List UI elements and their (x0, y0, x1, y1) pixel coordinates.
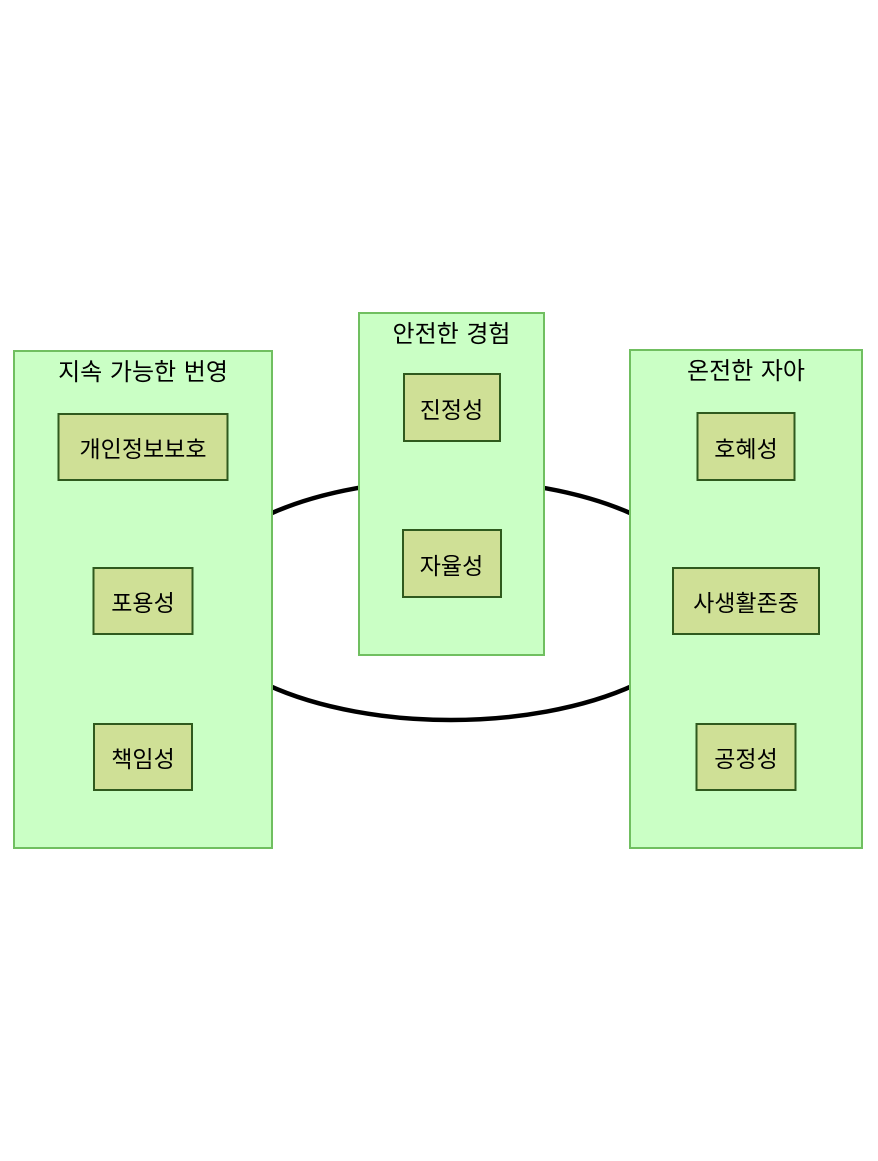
node-accountability: 책임성 (93, 723, 193, 791)
panel-title-sustainable-prosperity: 지속 가능한 번영 (58, 358, 228, 386)
panel-whole-self: 온전한 자아 호혜성 사생활존중 공정성 (629, 349, 863, 849)
panel-title-whole-self: 온전한 자아 (686, 357, 806, 385)
node-autonomy: 자율성 (401, 529, 502, 598)
node-privacy-protection: 개인정보보호 (57, 413, 229, 481)
panel-safe-experience: 안전한 경험 진정성 자율성 (358, 312, 545, 656)
panel-title-safe-experience: 안전한 경험 (392, 320, 511, 348)
node-reciprocity: 호혜성 (696, 412, 796, 481)
node-authenticity: 진정성 (402, 373, 501, 442)
node-inclusiveness: 포용성 (92, 567, 194, 635)
panel-sustainable-prosperity: 지속 가능한 번영 개인정보보호 포용성 책임성 (13, 350, 273, 849)
node-privacy-respect: 사생활존중 (672, 567, 820, 635)
node-fairness: 공정성 (695, 723, 797, 791)
